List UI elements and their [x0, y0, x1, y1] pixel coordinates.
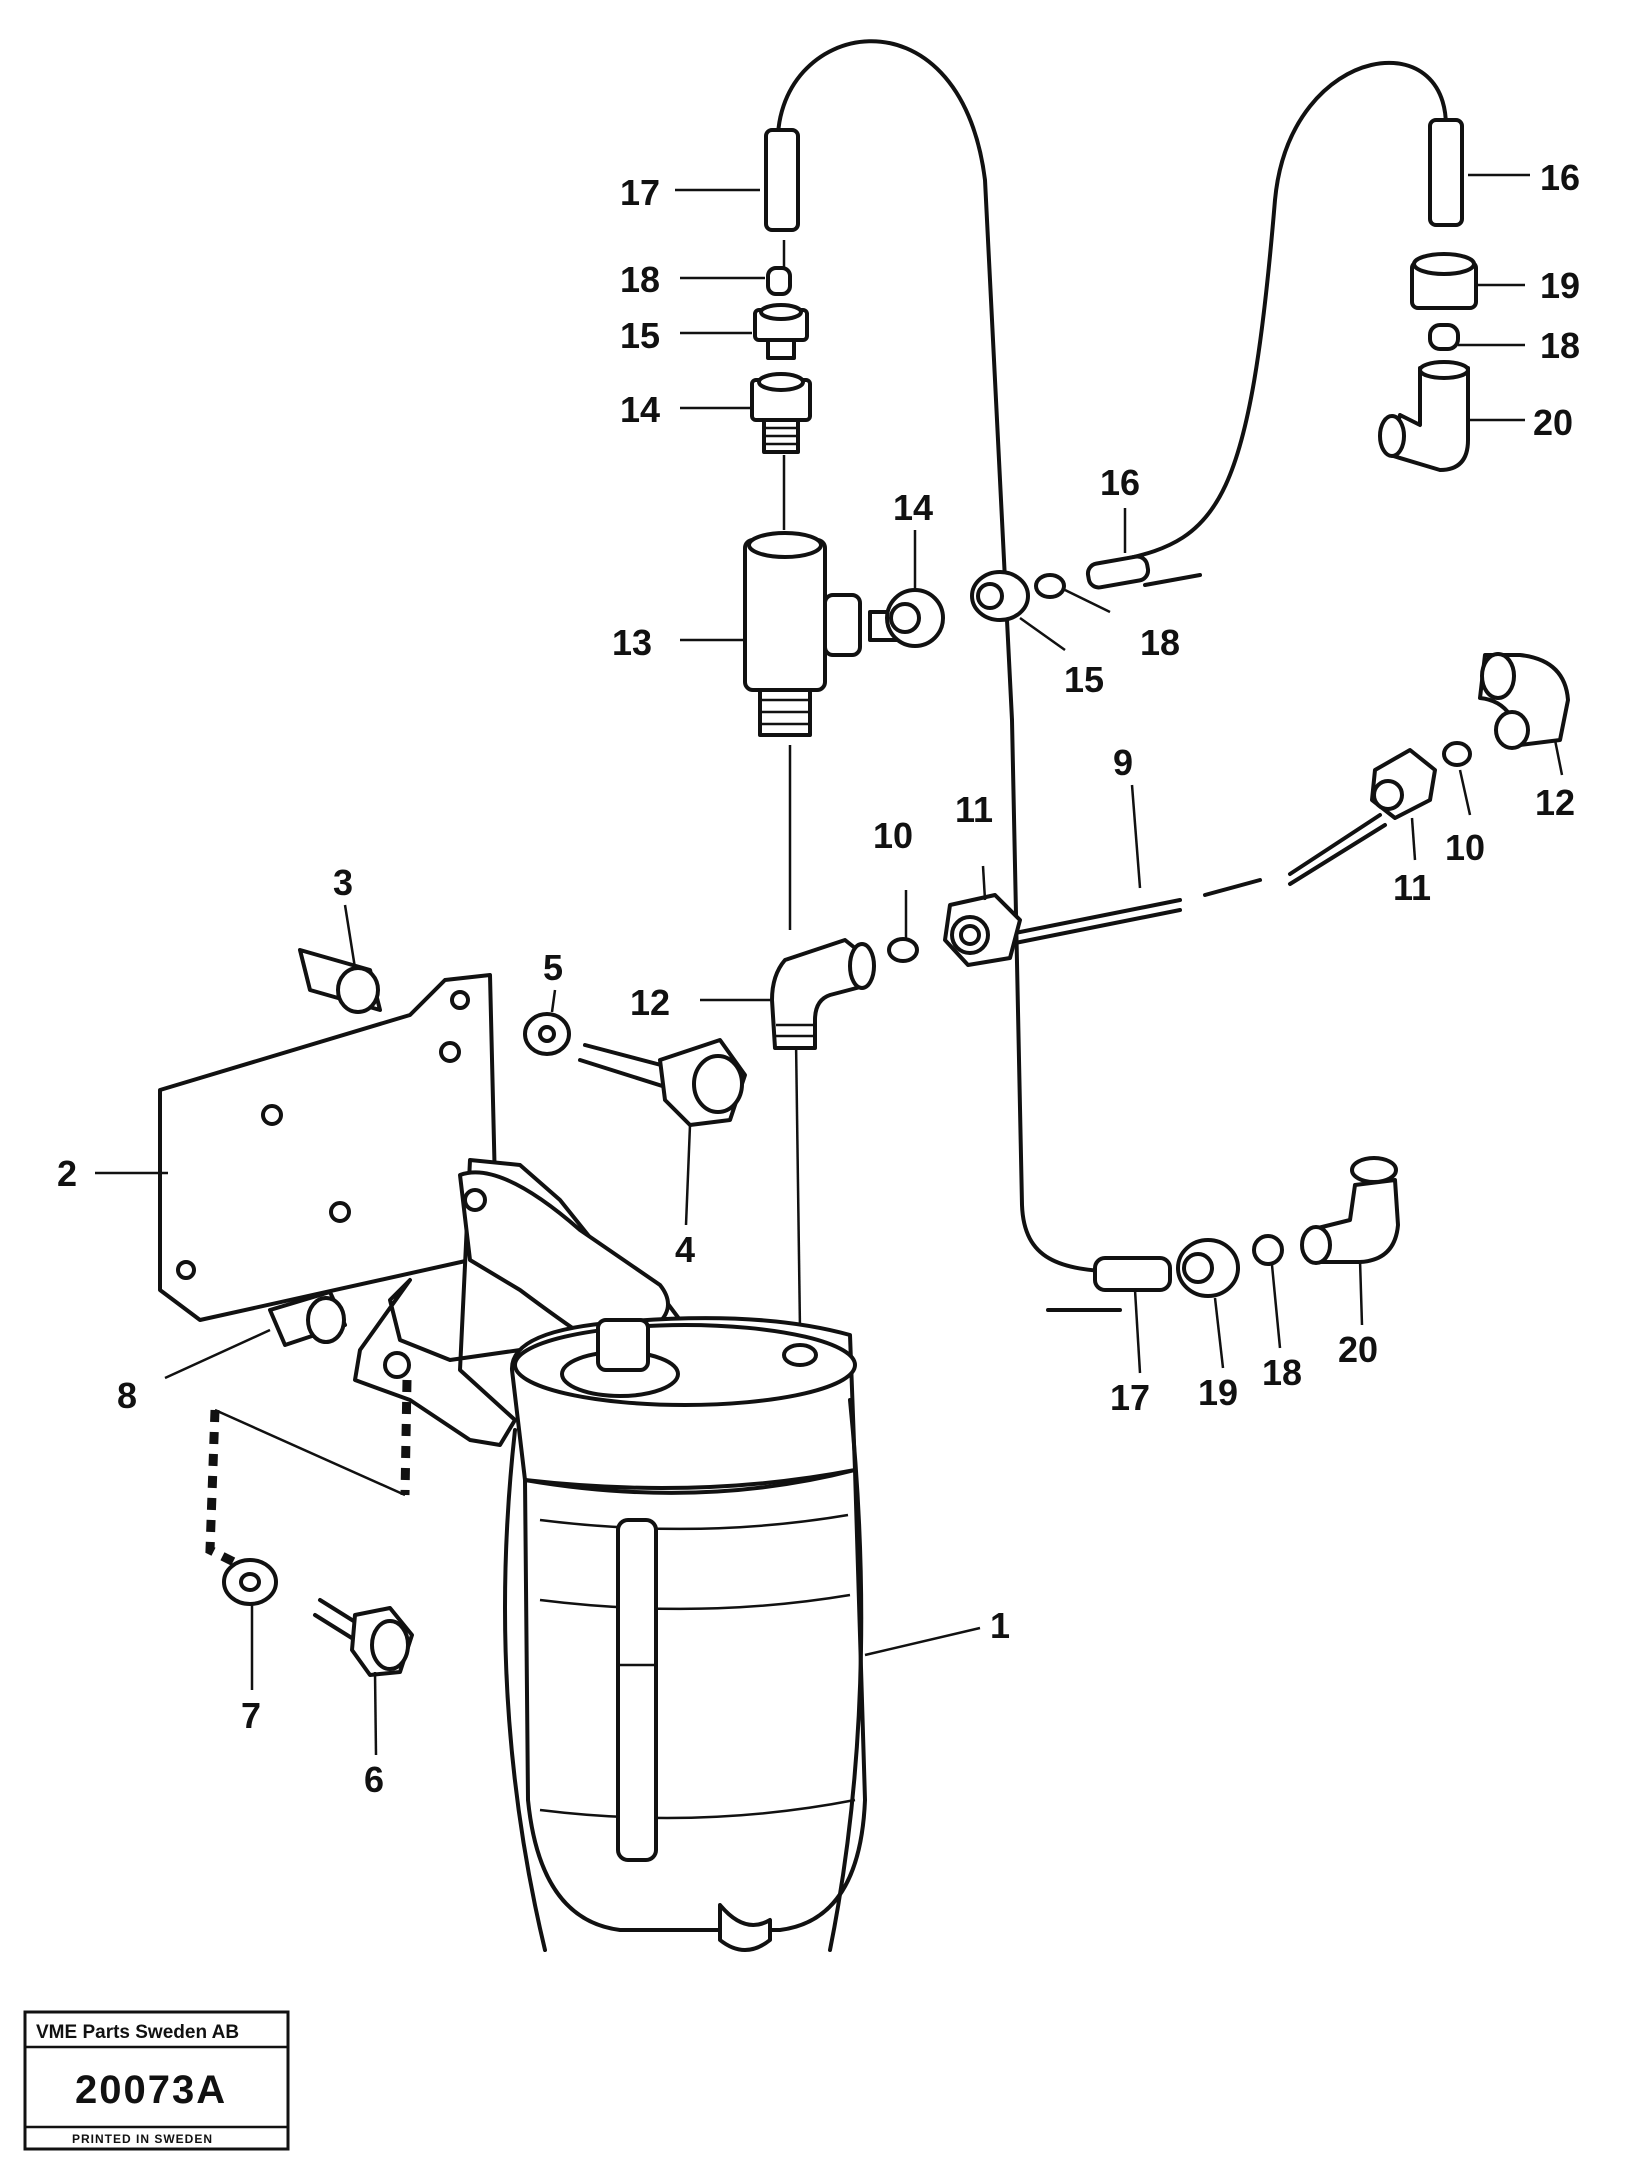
label-part-1: 1: [990, 1605, 1010, 1646]
label-part-20-top: 20: [1533, 402, 1573, 443]
tube-end-17-top: [764, 128, 800, 232]
ferrule-18-mid: [1034, 573, 1066, 599]
label-part-18-c: 18: [1540, 325, 1580, 366]
nut-15-right: [970, 570, 1030, 622]
elbow-12-left: [770, 938, 876, 1050]
bracket-2: [158, 973, 497, 1322]
label-part-14-b: 14: [893, 487, 933, 528]
label-part-6: 6: [364, 1759, 384, 1800]
label-part-3: 3: [333, 862, 353, 903]
label-part-13: 13: [612, 622, 652, 663]
stamp-drawing-number: 20073A: [75, 2068, 227, 2112]
leader-lines: [95, 173, 1564, 1756]
label-part-15-a: 15: [620, 315, 660, 356]
label-part-12-right: 12: [1535, 782, 1575, 823]
label-part-16-top: 16: [1540, 157, 1580, 198]
label-part-20-bottom: 20: [1338, 1329, 1378, 1370]
spacer-3: [298, 948, 382, 1014]
bolt-6: [313, 1598, 414, 1677]
label-part-12-left: 12: [630, 982, 670, 1023]
part-labels: 17 18 15 14 13 14 15 18 16 16 19 18 20 1…: [57, 157, 1580, 1800]
label-part-11-right: 11: [1393, 867, 1431, 908]
dashed-assembly-path: [205, 1379, 412, 1580]
label-part-18-d: 18: [1262, 1352, 1302, 1393]
label-part-16-mid: 16: [1100, 462, 1140, 503]
label-part-19-bottom: 19: [1198, 1372, 1238, 1413]
label-part-10-right: 10: [1445, 827, 1485, 868]
bolt-4: [578, 1038, 747, 1127]
tube-end-16-mid: [1085, 554, 1151, 590]
label-part-11-left: 11: [955, 789, 993, 830]
stamp-company: VME Parts Sweden AB: [36, 2022, 239, 2043]
pipe-9: [1008, 813, 1387, 946]
ferrule-18-bottom: [1252, 1234, 1284, 1266]
label-part-17-top: 17: [620, 172, 660, 213]
ferrule-10-left: [887, 937, 919, 963]
washer-7: [222, 1558, 278, 1606]
elbow-12-right: [1478, 652, 1570, 750]
stamp-printed: PRINTED IN SWEDEN: [72, 2132, 213, 2146]
tee-fitting-13: [743, 531, 862, 737]
nut-11-left: [943, 893, 1022, 967]
elbow-20-top: [1378, 360, 1470, 472]
label-part-19-top: 19: [1540, 265, 1580, 306]
elbow-20-bottom: [1300, 1156, 1400, 1265]
label-part-18-b: 18: [1140, 622, 1180, 663]
label-part-17-bottom: 17: [1110, 1377, 1150, 1418]
label-part-8: 8: [117, 1375, 137, 1416]
nut-19-top: [1410, 252, 1478, 310]
title-stamp: VME Parts Sweden AB 20073A PRINTED IN SW…: [23, 2010, 290, 2151]
label-part-14-a: 14: [620, 389, 660, 430]
washer-5: [523, 1012, 571, 1056]
centerline-bowl: [794, 1039, 802, 1331]
label-part-18-a: 18: [620, 259, 660, 300]
label-part-2: 2: [57, 1153, 77, 1194]
filter-mounting-arm: [353, 1158, 682, 1447]
ferrule-10-right: [1442, 741, 1472, 767]
spacer-8: [268, 1290, 347, 1347]
label-part-7: 7: [241, 1695, 261, 1736]
tube-loop-right: [1118, 61, 1448, 587]
label-part-10-left: 10: [873, 815, 913, 856]
label-part-15-b: 15: [1064, 659, 1104, 700]
label-part-5: 5: [543, 947, 563, 988]
ferrule-18-top-right: [1428, 323, 1460, 351]
nut-19-bottom: [1176, 1238, 1240, 1298]
nut-15-top: [753, 303, 809, 360]
union-14-right: [868, 588, 945, 648]
ferrule-18-top: [766, 266, 792, 296]
union-14-top: [750, 372, 812, 454]
label-part-4: 4: [675, 1229, 695, 1270]
nut-11-right: [1370, 748, 1437, 820]
tube-end-17-bottom: [1093, 1256, 1172, 1292]
filter-bowl-1: [503, 1316, 867, 1952]
label-part-9: 9: [1113, 742, 1133, 783]
tube-end-16-top: [1428, 118, 1464, 227]
